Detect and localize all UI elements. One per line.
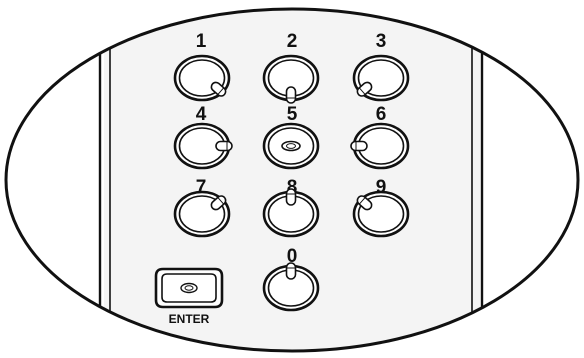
key-lever xyxy=(210,81,227,97)
key-lever-knob xyxy=(215,140,233,152)
key-4-button[interactable] xyxy=(173,122,233,170)
key-3-button[interactable] xyxy=(352,54,410,102)
key-lever-tip xyxy=(217,87,225,95)
key-4-label: 4 xyxy=(196,104,207,125)
key-lever xyxy=(215,140,233,152)
key-lever-knob xyxy=(210,195,227,211)
key-lever xyxy=(356,81,373,97)
key-7-button[interactable] xyxy=(173,190,231,238)
key-8-label: 8 xyxy=(287,177,298,198)
key-6-button[interactable] xyxy=(350,122,410,170)
key-2-label: 2 xyxy=(287,31,298,52)
enter-button[interactable] xyxy=(154,267,224,309)
key-lever-tip xyxy=(217,197,225,205)
magnifier-oval-outline xyxy=(4,7,580,353)
key-8-button[interactable] xyxy=(262,188,320,238)
key-lever-knob xyxy=(356,81,373,97)
key-lever-knob xyxy=(210,81,227,97)
key-lever xyxy=(285,86,297,104)
key-lever-knob xyxy=(285,262,297,280)
key-lever-knob xyxy=(285,86,297,104)
key-9-label: 9 xyxy=(376,177,387,198)
key-1-label: 1 xyxy=(196,31,207,52)
key-0-button[interactable] xyxy=(262,262,320,312)
key-lever-tip xyxy=(358,197,366,205)
key-5-label: 5 xyxy=(287,104,298,125)
key-9-button[interactable] xyxy=(352,190,410,238)
key-lever-knob xyxy=(356,195,373,211)
key-lever xyxy=(285,188,297,206)
key-7-label: 7 xyxy=(196,177,207,198)
key-1-button[interactable] xyxy=(173,54,231,102)
key-3-label: 3 xyxy=(376,31,387,52)
key-6-label: 6 xyxy=(376,104,387,125)
key-lever-tip xyxy=(358,87,366,95)
key-5-button[interactable] xyxy=(262,122,320,170)
enter-button-dimple-inner xyxy=(184,285,194,291)
key-2-button[interactable] xyxy=(262,54,320,104)
key-lever xyxy=(210,195,227,211)
enter-label: ENTER xyxy=(169,312,210,326)
key-0-label: 0 xyxy=(287,246,298,267)
key-lever xyxy=(350,140,368,152)
key-lever-knob xyxy=(350,140,368,152)
key-lever xyxy=(356,195,373,211)
key-lever xyxy=(285,262,297,280)
key-lever-knob-inner xyxy=(286,143,296,149)
key-lever-knob xyxy=(285,188,297,206)
